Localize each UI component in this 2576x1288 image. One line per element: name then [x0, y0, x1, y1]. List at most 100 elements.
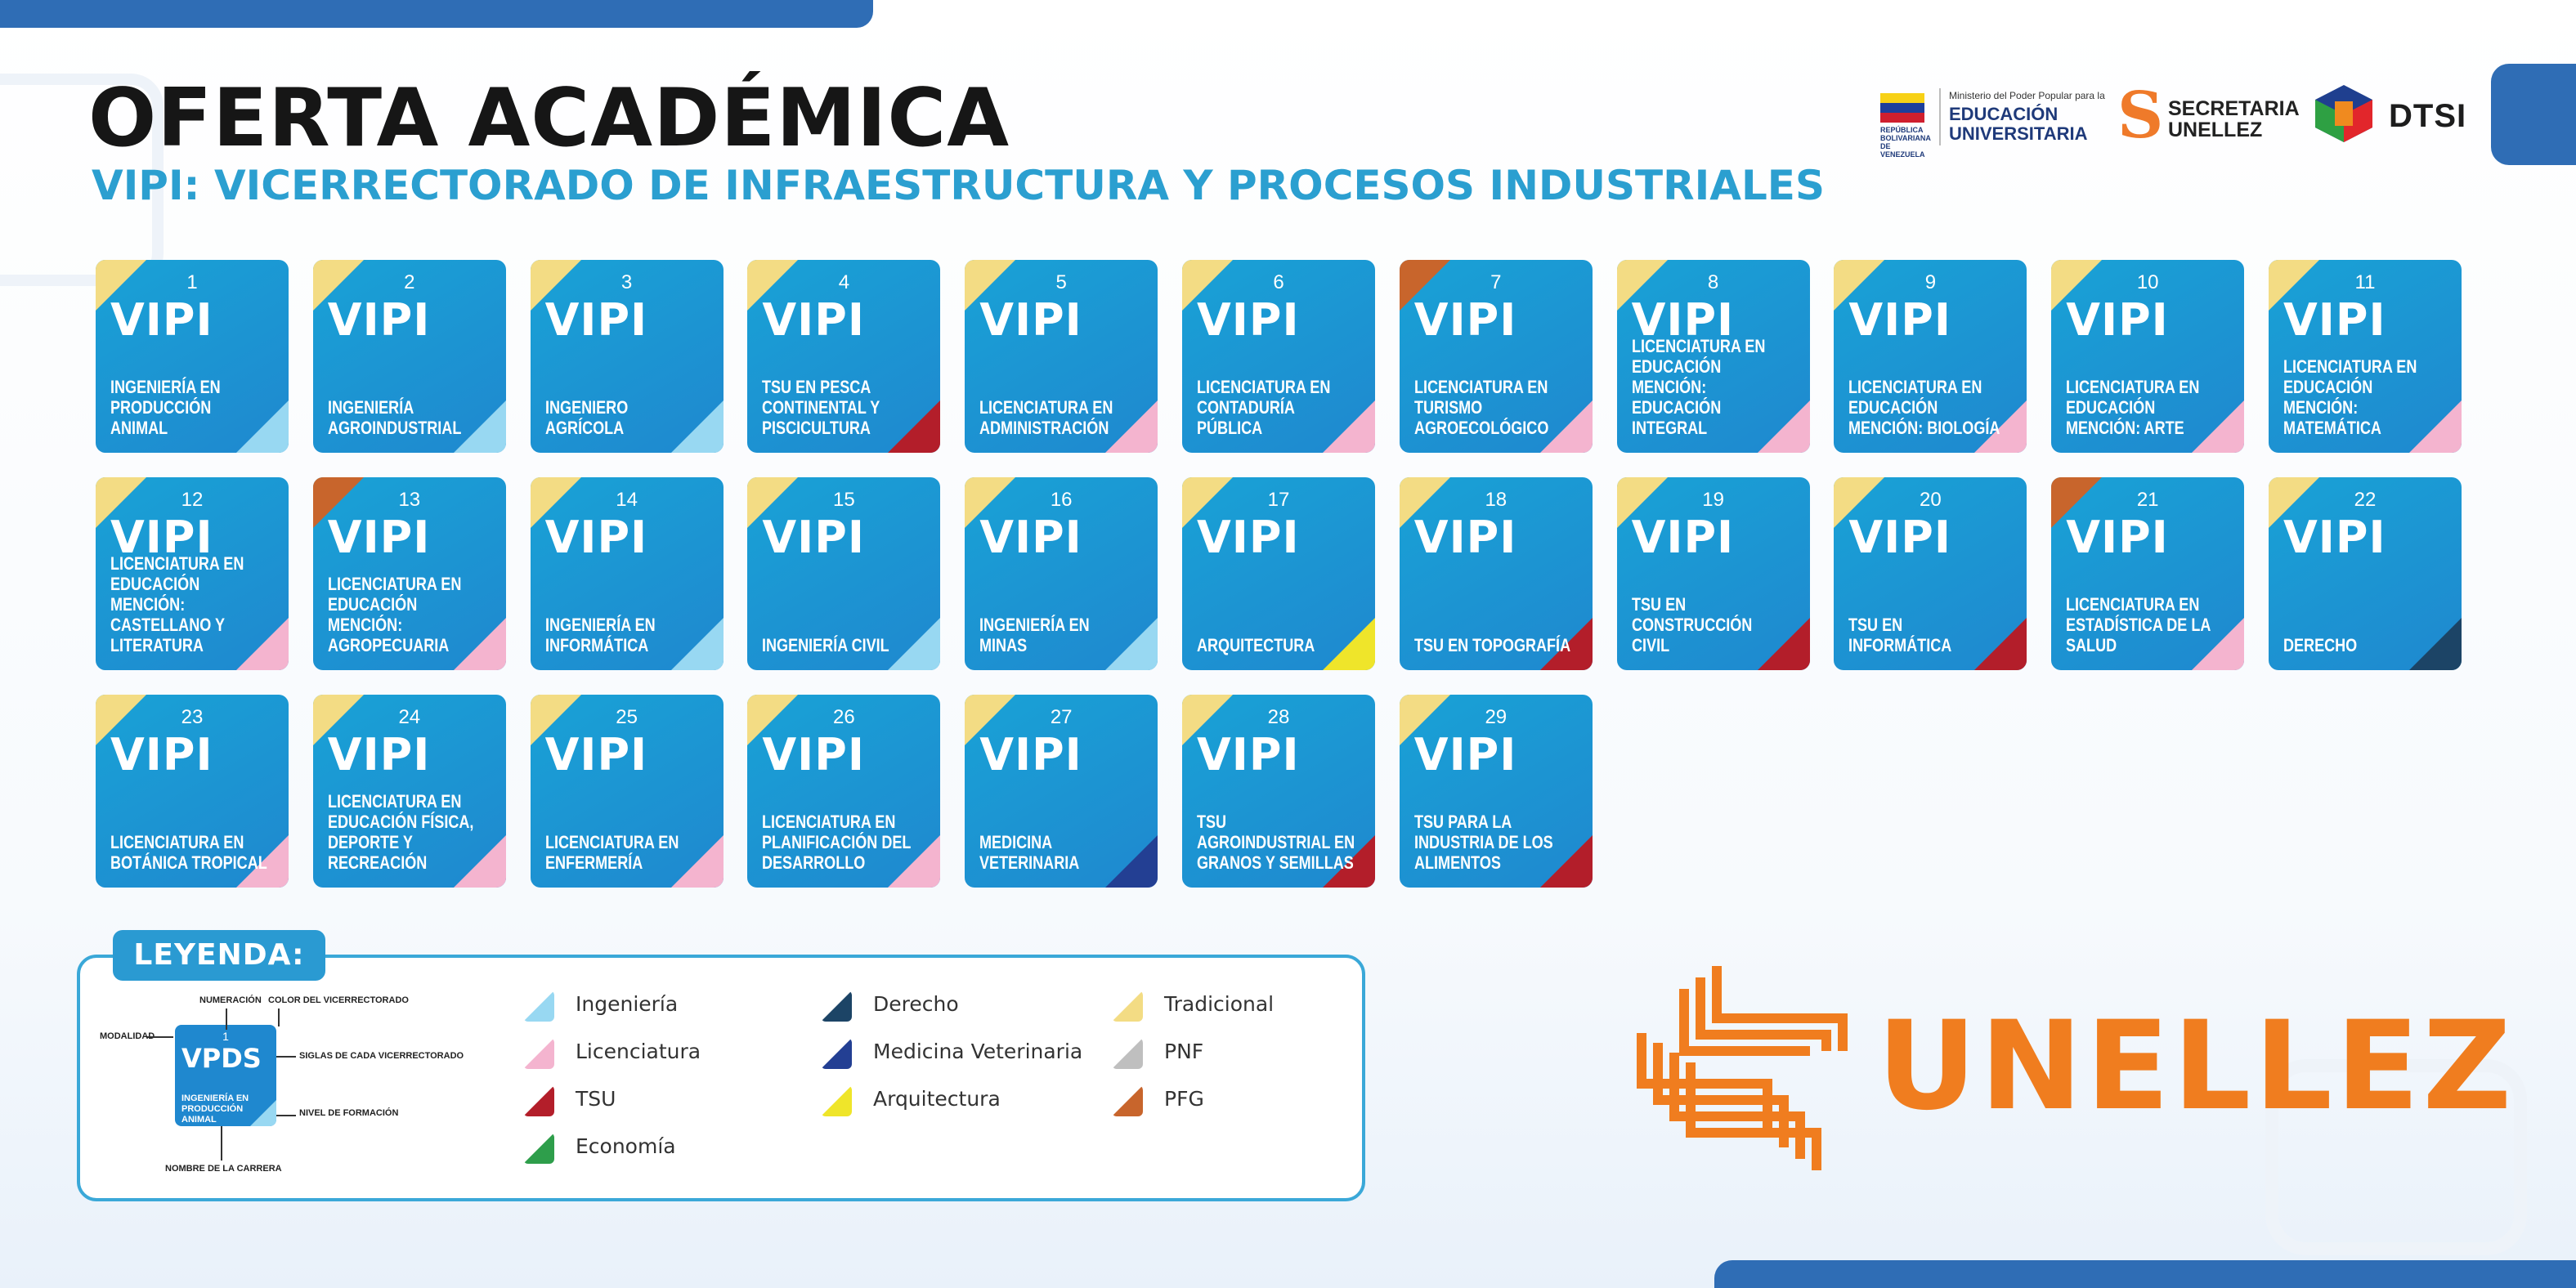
card-career-name: TSU EN TOPOGRAFÍA: [1413, 635, 1570, 655]
mppeu-line2: UNIVERSITARIA: [1949, 123, 2088, 144]
level-corner: [670, 835, 724, 888]
card-career-name: TSU EN INFORMÁTICA: [1848, 615, 1952, 655]
example-level-corner: [250, 1100, 276, 1126]
card-vicerrectorado: VIPI: [110, 729, 213, 780]
dtsi-mark-icon: [2315, 85, 2372, 142]
unellez-mark-icon: [1637, 966, 1848, 1170]
card-number: 23: [181, 706, 204, 728]
card-number: 16: [1050, 489, 1073, 511]
card-vicerrectorado: VIPI: [1197, 512, 1300, 563]
modality-corner: [2269, 477, 2319, 528]
mppeu-small-text: Ministerio del Poder Popular para la: [1949, 90, 2105, 101]
card-vicerrectorado: VIPI: [1631, 512, 1735, 563]
level-corner: [1323, 835, 1375, 888]
level-corner: [2192, 618, 2245, 670]
card-number: 13: [398, 489, 421, 511]
annotation-modalidad: MODALIDAD: [100, 1031, 155, 1041]
annotation-line: [221, 1126, 222, 1161]
card-number: 26: [833, 706, 855, 728]
level-corner: [670, 618, 724, 670]
card-vicerrectorado: VIPI: [327, 512, 431, 563]
card-number: 4: [838, 271, 850, 293]
level-corner: [1105, 835, 1158, 888]
unellez-name: UNELLEZ: [1877, 995, 2516, 1138]
card-vicerrectorado: VIPI: [1848, 512, 1951, 563]
legend-swatch-icon: [821, 991, 852, 1022]
mppeu-name: EDUCACIÓN UNIVERSITARIA: [1949, 105, 2088, 144]
modality-corner: [312, 695, 364, 745]
level-corner: [1105, 618, 1158, 670]
card-vicerrectorado: VIPI: [1197, 729, 1300, 780]
card-career-name: LICENCIATURA EN CONTADURÍA PÚBLICA: [1197, 377, 1331, 438]
level-corner: [1323, 618, 1375, 670]
card-number: 21: [2136, 489, 2159, 511]
card-number: 19: [1702, 489, 1724, 511]
secretaria-name: SECRETARIA UNELLEZ: [2168, 98, 2300, 141]
card-number: 7: [1490, 271, 1502, 293]
page-title: OFERTA ACADÉMICA: [88, 72, 1010, 165]
card-vicerrectorado: VIPI: [1848, 294, 1951, 346]
legend-swatch-icon: [821, 1085, 852, 1116]
level-corner: [2409, 400, 2462, 453]
card-vicerrectorado: VIPI: [2066, 294, 2169, 346]
page-subtitle: VIPI: VICERRECTORADO DE INFRAESTRUCTURA …: [92, 162, 1825, 209]
legend-swatch-icon: [1112, 1038, 1143, 1069]
card-number: 11: [2354, 271, 2376, 293]
annotation-line: [278, 1008, 280, 1026]
level-corner: [888, 618, 941, 670]
level-corner: [670, 400, 724, 453]
card-career-name: LICENCIATURA EN ADMINISTRACIÓN: [979, 397, 1113, 438]
card-career-name: INGENIERÍA CIVIL: [762, 635, 890, 655]
card-career-name: DERECHO: [2283, 635, 2358, 655]
modality-corner: [1834, 477, 1885, 528]
card-career-name: TSU EN CONSTRUCCIÓN CIVIL: [1631, 594, 1752, 655]
card-number: 5: [1055, 271, 1067, 293]
modality-corner: [1182, 260, 1233, 311]
card-vicerrectorado: VIPI: [1413, 294, 1517, 346]
card-vicerrectorado: VIPI: [544, 512, 648, 563]
legend-label: Derecho: [873, 992, 959, 1016]
secretaria-s-icon: S: [2117, 78, 2164, 153]
card-career-name: LICENCIATURA EN EDUCACIÓN MENCIÓN: AGROP…: [327, 574, 462, 655]
card-career-name: TSU EN PESCA CONTINENTAL Y PISCICULTURA: [762, 377, 880, 438]
level-corner: [1757, 400, 1810, 453]
card-career-name: MEDICINA VETERINARIA: [979, 832, 1080, 873]
level-corner: [1539, 400, 1593, 453]
card-vicerrectorado: VIPI: [110, 294, 213, 346]
annotation-nombre: NOMBRE DE LA CARRERA: [165, 1164, 282, 1174]
modality-corner: [96, 695, 146, 745]
card-number: 2: [404, 271, 415, 293]
modality-corner: [1834, 260, 1885, 311]
level-corner: [1323, 400, 1375, 453]
card-number: 29: [1485, 706, 1508, 728]
card-vicerrectorado: VIPI: [762, 729, 865, 780]
top-accent-bar: [0, 0, 873, 28]
modality-corner: [1616, 477, 1668, 528]
modality-corner: [965, 695, 1016, 745]
modality-corner: [1399, 260, 1450, 311]
modality-corner: [96, 477, 146, 528]
card-number: 25: [616, 706, 638, 728]
card-number: 14: [616, 489, 638, 511]
annotation-line: [147, 1036, 173, 1038]
card-career-name: LICENCIATURA EN BOTÁNICA TROPICAL: [110, 832, 267, 873]
legend-title: LEYENDA:: [113, 930, 325, 981]
level-corner: [236, 400, 289, 453]
card-career-name: LICENCIATURA EN EDUCACIÓN MENCIÓN: EDUCA…: [1631, 336, 1765, 438]
legend-label: Economía: [576, 1134, 676, 1158]
level-corner: [2409, 618, 2462, 670]
modality-corner: [965, 477, 1016, 528]
card-career-name: INGENIERÍA EN MINAS: [979, 615, 1090, 655]
